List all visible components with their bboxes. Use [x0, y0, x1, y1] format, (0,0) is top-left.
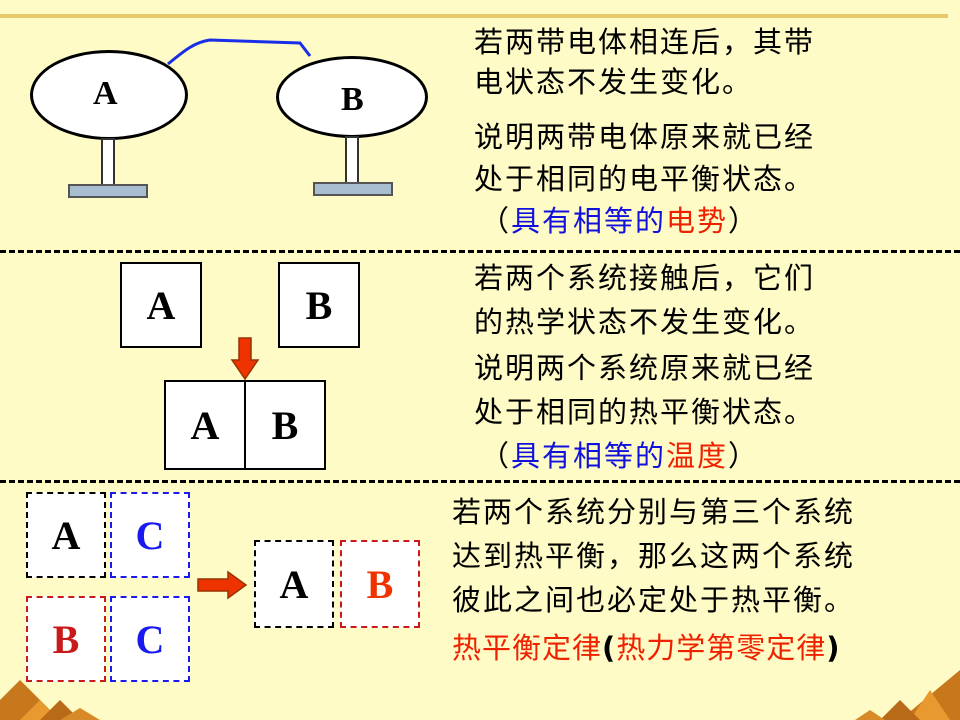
section2-conclusion: （具有相等的温度）: [480, 434, 759, 478]
pair2-system-b: B: [26, 596, 106, 682]
section3-line2: 达到热平衡，那么这两个系统: [452, 539, 856, 573]
stand-a-base: [68, 184, 148, 198]
paren-close: ): [826, 631, 841, 665]
top-border-line: [0, 14, 948, 18]
temperature-term: 温度: [666, 439, 729, 473]
merged-system-b: B: [244, 380, 326, 470]
section-divider-2: [0, 480, 960, 483]
equal-label: 具有相等的: [511, 439, 667, 473]
result-system-b: B: [340, 540, 420, 628]
section1-line1: 若两带电体相连后，其带: [474, 25, 816, 59]
section3-line1: 若两个系统分别与第三个系统: [452, 495, 856, 529]
paren-close: ）: [728, 204, 760, 238]
section2-line1: 若两个系统接触后，它们: [474, 261, 816, 295]
system-b-box: B: [278, 262, 360, 348]
thermal-equilibrium-law: 热平衡定律: [452, 631, 603, 665]
stand-b-base: [313, 182, 393, 196]
stand-a-post: [101, 138, 115, 186]
stand-b-post: [345, 136, 359, 184]
section2-line3: 说明两个系统原来就已经: [474, 351, 816, 385]
section3-line3: 彼此之间也必定处于热平衡。: [452, 583, 856, 617]
pair1-system-a: A: [26, 492, 106, 578]
pair1-system-c: C: [110, 492, 190, 578]
section1-line3: 说明两带电体原来就已经: [474, 120, 816, 154]
section2-line2: 的热学状态不发生变化。: [474, 305, 816, 339]
zeroth-law-name: 热力学第零定律: [616, 631, 827, 665]
result-system-a: A: [254, 540, 334, 628]
charged-body-a-label: A: [93, 75, 118, 112]
paren-open: （: [480, 204, 512, 238]
section2-line4: 处于相同的热平衡状态。: [474, 395, 816, 429]
decorative-corner-right: [855, 670, 960, 720]
section-divider-1: [0, 250, 960, 253]
charged-body-b-label: B: [341, 81, 364, 118]
right-arrow-icon: [197, 570, 248, 600]
section1-line4: 处于相同的电平衡状态。: [474, 162, 816, 196]
connecting-wire: [167, 38, 312, 66]
zeroth-law-statement: 热平衡定律(热力学第零定律): [452, 626, 841, 670]
potential-term: 电势: [666, 204, 729, 238]
charged-body-b: B: [276, 56, 428, 138]
merged-system-a: A: [164, 380, 246, 470]
paren-open: （: [480, 439, 512, 473]
equal-label: 具有相等的: [511, 204, 667, 238]
decorative-corner-left: [0, 680, 100, 720]
paren-open: (: [602, 631, 617, 665]
paren-close: ）: [728, 439, 760, 473]
system-a-box: A: [120, 262, 202, 348]
section1-line2: 电状态不发生变化。: [474, 65, 754, 99]
down-arrow-icon: [230, 337, 260, 381]
pair2-system-c: C: [110, 596, 190, 682]
section1-conclusion: （具有相等的电势）: [480, 199, 759, 243]
charged-body-a: A: [30, 50, 188, 140]
